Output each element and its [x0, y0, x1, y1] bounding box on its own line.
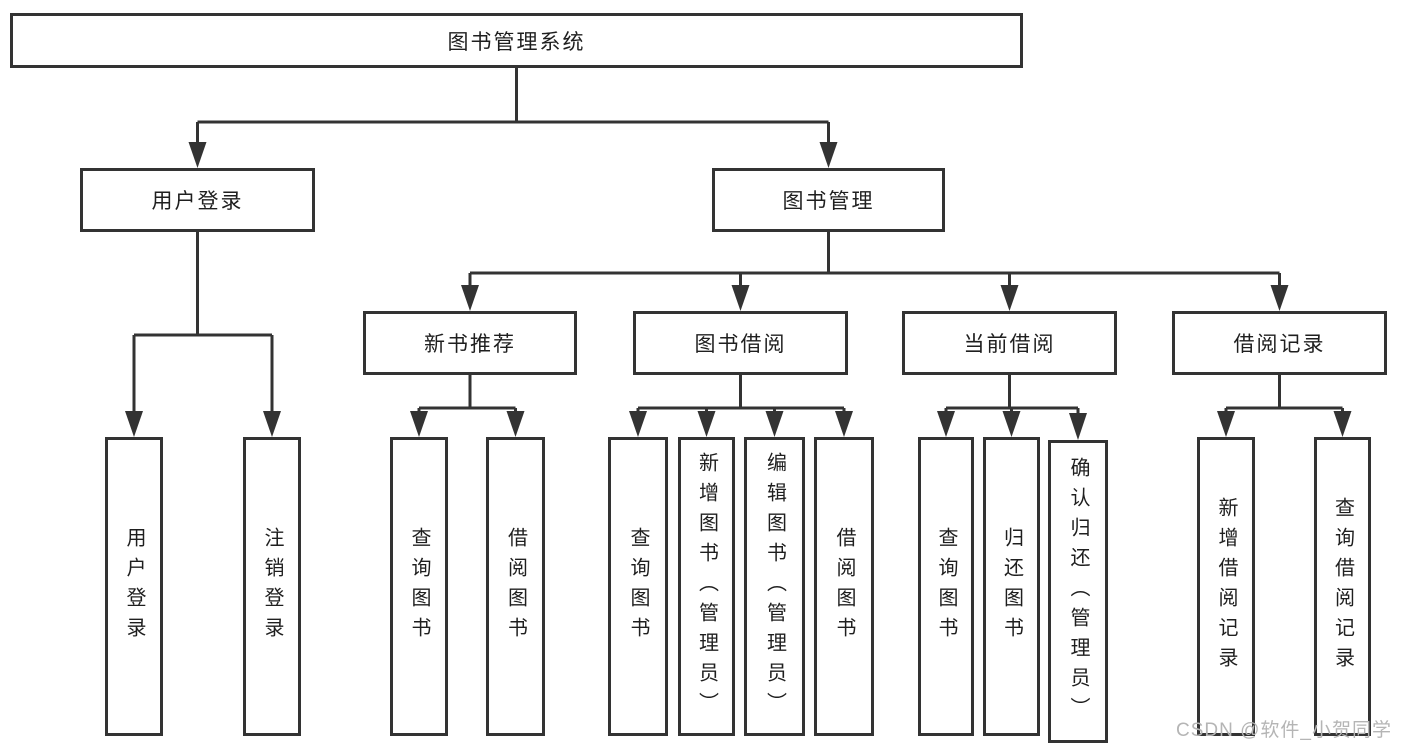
leaf-query-books-recommend-label: 查询图书 [408, 526, 430, 647]
leaf-borrow-books-recommend: 借阅图书 [486, 437, 545, 736]
leaf-query-books-borrowing: 查询图书 [608, 437, 668, 736]
leaf-confirm-return-admin-label: 确认归还（管理员） [1067, 456, 1089, 727]
node-book-management-label: 图书管理 [782, 190, 875, 213]
leaf-user-login-label: 用户登录 [123, 526, 145, 647]
leaf-query-books-current: 查询图书 [918, 437, 974, 736]
connector-book-borrowing-to-leaves [629, 375, 853, 437]
leaf-confirm-return-admin: 确认归还（管理员） [1048, 440, 1108, 743]
leaf-borrow-books-borrowing-label: 借阅图书 [833, 526, 855, 647]
leaf-user-login: 用户登录 [105, 437, 163, 736]
leaf-logout-label: 注销登录 [261, 526, 283, 647]
leaf-edit-book-admin-label: 编辑图书（管理员） [763, 451, 786, 722]
leaf-query-books-current-label: 查询图书 [935, 526, 957, 647]
node-book-borrowing-label: 图书借阅 [694, 333, 787, 356]
leaf-add-book-admin-label: 新增图书（管理员） [695, 451, 718, 722]
node-borrowing-records: 借阅记录 [1172, 311, 1387, 375]
leaf-borrow-books-borrowing: 借阅图书 [814, 437, 874, 736]
connector-user-login-to-leaves [125, 232, 281, 437]
node-book-borrowing: 图书借阅 [633, 311, 848, 375]
connector-new-book-recommend-to-leaves [410, 375, 525, 437]
node-book-management: 图书管理 [712, 168, 945, 232]
watermark: CSDN @软件_小贺同学 [1176, 720, 1392, 741]
leaf-add-book-admin: 新增图书（管理员） [678, 437, 735, 736]
node-root-label: 图书管理系统 [447, 30, 586, 54]
node-user-login-label: 用户登录 [151, 190, 244, 213]
leaf-logout: 注销登录 [243, 437, 301, 736]
node-current-borrowing-label: 当前借阅 [963, 333, 1056, 356]
leaf-query-borrow-record: 查询借阅记录 [1314, 437, 1371, 736]
leaf-query-books-recommend: 查询图书 [390, 437, 448, 736]
node-borrowing-records-label: 借阅记录 [1233, 333, 1326, 356]
connector-borrowing-records-to-leaves [1217, 375, 1352, 437]
leaf-query-borrow-record-label: 查询借阅记录 [1331, 496, 1354, 677]
leaf-add-borrow-record: 新增借阅记录 [1197, 437, 1255, 736]
connector-book-management-to-level3 [461, 232, 1289, 311]
node-user-login: 用户登录 [80, 168, 315, 232]
leaf-return-books-label: 归还图书 [1000, 526, 1023, 647]
connector-current-borrowing-to-leaves [937, 375, 1087, 440]
leaf-borrow-books-recommend-label: 借阅图书 [504, 526, 527, 647]
leaf-query-books-borrowing-label: 查询图书 [627, 526, 649, 647]
node-root: 图书管理系统 [10, 13, 1023, 68]
leaf-return-books: 归还图书 [983, 437, 1040, 736]
leaf-add-borrow-record-label: 新增借阅记录 [1215, 496, 1237, 677]
node-current-borrowing: 当前借阅 [902, 311, 1117, 375]
node-new-book-recommend-label: 新书推荐 [424, 333, 516, 356]
connector-root-to-level2 [188, 68, 838, 168]
node-new-book-recommend: 新书推荐 [363, 311, 577, 375]
leaf-edit-book-admin: 编辑图书（管理员） [744, 437, 805, 736]
